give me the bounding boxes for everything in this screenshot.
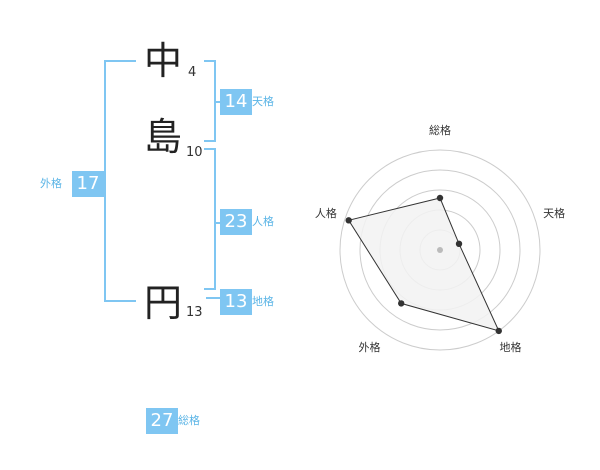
jinkaku-bracket bbox=[204, 148, 216, 290]
gaikaku-badge: 17 bbox=[72, 171, 104, 197]
radar-data-point bbox=[436, 194, 444, 202]
gaikaku-label: 外格 bbox=[40, 177, 62, 190]
name-char-3-strokes: 13 bbox=[186, 305, 203, 320]
radar-data-point bbox=[495, 327, 502, 335]
radar-grid-ring bbox=[359, 169, 521, 331]
soukaku-label: 総格 bbox=[178, 414, 200, 427]
tenkaku-badge: 14 bbox=[220, 89, 252, 115]
chikaku-badge: 13 bbox=[220, 289, 252, 315]
radar-axis-label: 人格 bbox=[315, 206, 337, 220]
chikaku-label: 地格 bbox=[252, 295, 274, 308]
radar-grid-ring bbox=[339, 149, 541, 351]
radar-axis-label: 外格 bbox=[359, 340, 381, 354]
jinkaku-badge: 23 bbox=[220, 209, 252, 235]
gaikaku-bracket bbox=[104, 60, 136, 302]
radar-data-point bbox=[398, 300, 405, 307]
radar-axis-label: 地格 bbox=[500, 340, 522, 354]
name-char-2-strokes: 10 bbox=[186, 145, 203, 160]
radar-data-point bbox=[455, 240, 463, 248]
radar-axis-label: 天格 bbox=[543, 206, 565, 220]
name-char-2: 島 bbox=[144, 115, 183, 159]
chikaku-tick bbox=[206, 297, 220, 299]
name-char-1: 中 bbox=[144, 39, 183, 83]
name-char-1-strokes: 4 bbox=[188, 65, 197, 80]
jinkaku-label: 人格 bbox=[252, 215, 274, 228]
radar-center-point bbox=[437, 247, 443, 253]
radar-axis-label: 総格 bbox=[429, 123, 451, 137]
tenkaku-label: 天格 bbox=[252, 95, 274, 108]
soukaku-badge: 27 bbox=[146, 408, 178, 434]
jinkaku-bracket-tick bbox=[216, 222, 222, 224]
tenkaku-bracket-tick bbox=[216, 101, 222, 103]
radar-data-point bbox=[345, 217, 352, 224]
radar-series-area bbox=[347, 197, 500, 332]
tenkaku-bracket bbox=[204, 60, 216, 142]
name-char-3: 円 bbox=[144, 281, 183, 325]
